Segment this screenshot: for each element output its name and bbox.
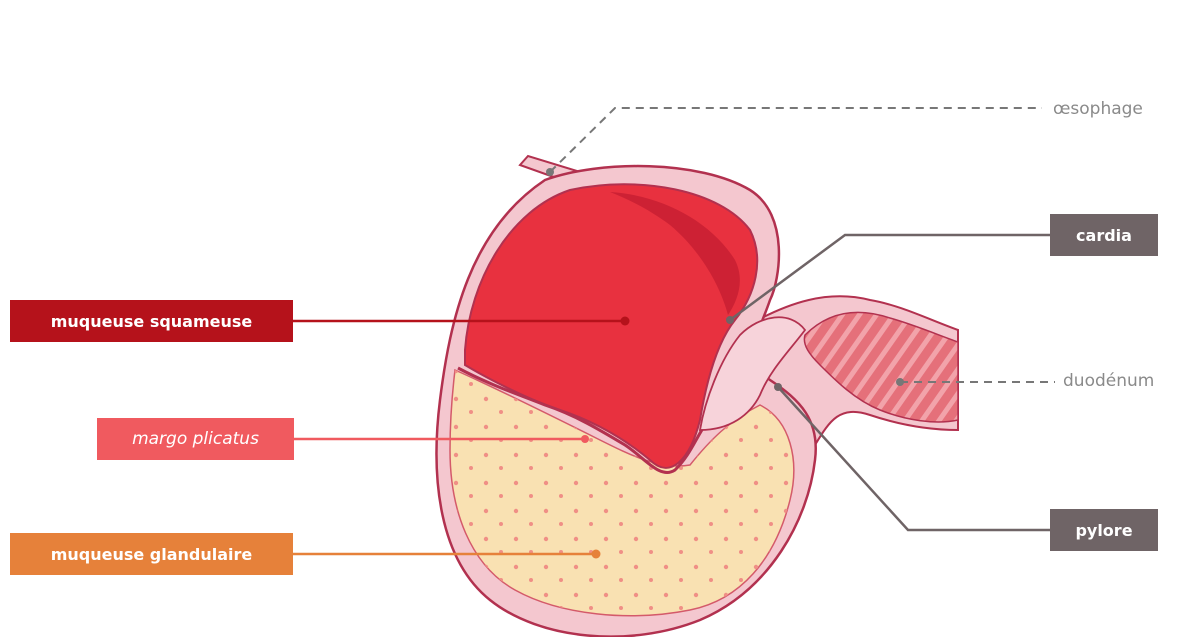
dot-pylore [774, 383, 782, 391]
dot-oesophage [546, 168, 554, 176]
dot-cardia [726, 316, 734, 324]
dot-duodenum [896, 378, 904, 386]
label-muqueuse-glandulaire: muqueuse glandulaire [10, 533, 293, 575]
label-muqueuse-squameuse: muqueuse squameuse [10, 300, 293, 342]
label-oesophage: œsophage [1053, 99, 1143, 119]
leader-oesophage [550, 108, 1042, 172]
dot-squameuse [621, 317, 630, 326]
label-pylore: pylore [1050, 509, 1158, 551]
label-cardia: cardia [1050, 214, 1158, 256]
dot-margo [581, 435, 589, 443]
label-duodenum: duodénum [1063, 371, 1154, 391]
dot-glandulaire [592, 550, 601, 559]
label-margo-plicatus: margo plicatus [97, 418, 294, 460]
